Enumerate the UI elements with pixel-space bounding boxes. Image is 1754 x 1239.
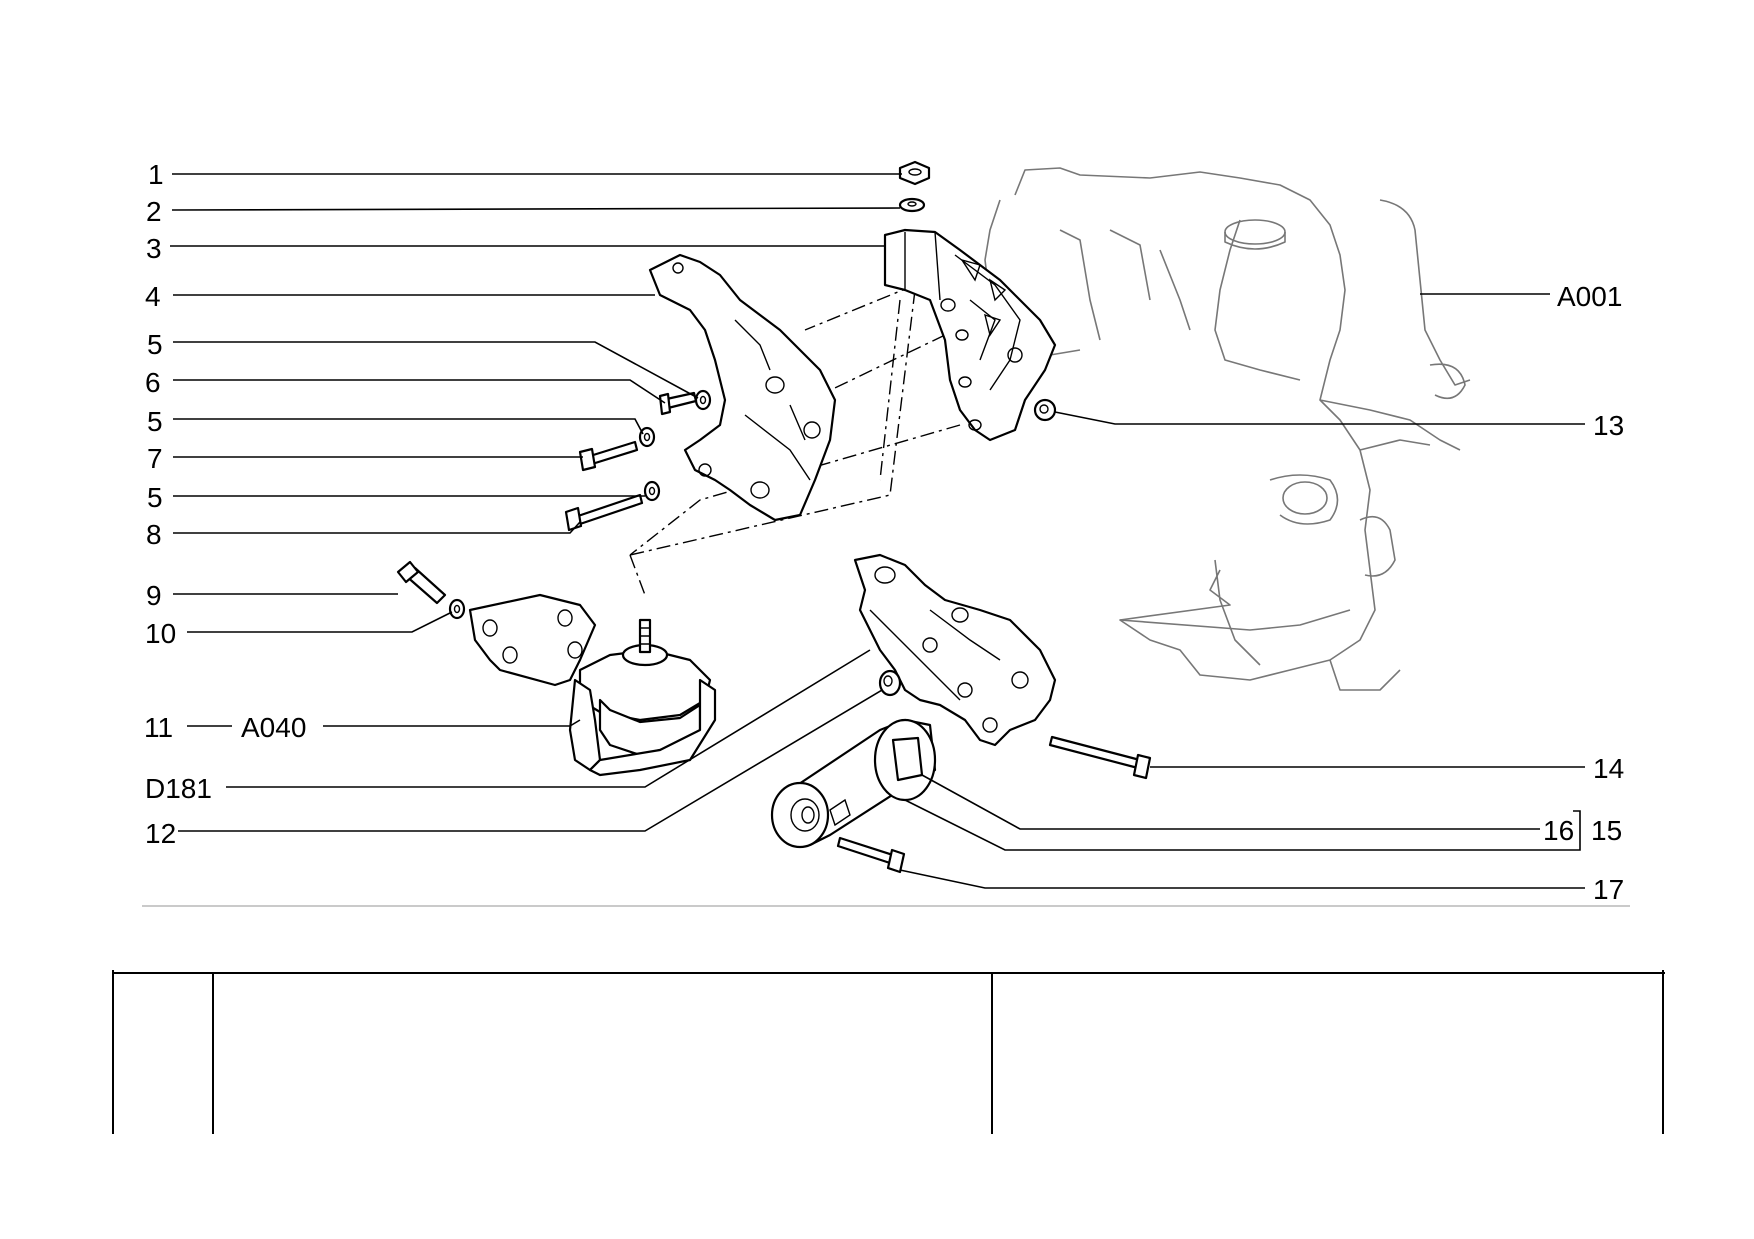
callout-a001: A001	[1557, 281, 1622, 312]
callout-labels: 1 2 3 4 5 6 5 7 5 8 9 10 11 A040 D181 12…	[144, 159, 1624, 905]
callout-9: 9	[146, 580, 162, 611]
part-8-bolt	[564, 493, 644, 532]
part-12-bushing	[878, 669, 902, 697]
part-17-bolt	[836, 836, 906, 874]
callout-15: 15	[1591, 815, 1622, 846]
leader-lines	[170, 173, 1585, 889]
callout-3: 3	[146, 233, 162, 264]
part-3-bracket	[883, 228, 1057, 442]
callout-17: 17	[1593, 874, 1624, 905]
parts-table-frame	[112, 970, 1665, 1134]
part-5-washer-b	[638, 426, 656, 448]
part-6-bolt	[658, 391, 698, 416]
alignment-lines	[629, 284, 961, 596]
part-5-washer-c	[643, 480, 661, 502]
part-7-bolt	[578, 440, 639, 472]
callout-13: 13	[1593, 410, 1624, 441]
part-13-bushing	[1033, 398, 1057, 422]
callout-10: 10	[145, 618, 176, 649]
callout-6: 6	[145, 367, 161, 398]
callout-14: 14	[1593, 753, 1624, 784]
part-15-torque-rod	[770, 718, 937, 849]
engine-outline	[984, 167, 1471, 691]
callout-5a: 5	[147, 329, 163, 360]
part-2-washer	[898, 197, 926, 213]
callout-16: 16	[1543, 815, 1574, 846]
mount-bracket	[468, 593, 597, 687]
part-9-bolt	[396, 560, 447, 605]
callout-5c: 5	[147, 482, 163, 513]
callout-12: 12	[145, 818, 176, 849]
part-4-bracket	[648, 253, 837, 522]
part-1-nut	[898, 160, 931, 186]
part-10-washer	[448, 598, 466, 620]
callout-d181: D181	[145, 773, 212, 804]
part-5-washer-a	[694, 389, 712, 411]
callout-8: 8	[146, 519, 162, 550]
callout-1: 1	[148, 159, 164, 190]
part-11-engine-mount	[568, 618, 717, 777]
callout-2: 2	[146, 196, 162, 227]
part-d181-bracket	[853, 553, 1057, 747]
callout-11: 11	[144, 712, 173, 743]
callout-7: 7	[147, 443, 163, 474]
callout-5b: 5	[147, 406, 163, 437]
callout-4: 4	[145, 281, 161, 312]
part-14-bolt	[1048, 735, 1152, 780]
callout-a040: A040	[241, 712, 306, 743]
